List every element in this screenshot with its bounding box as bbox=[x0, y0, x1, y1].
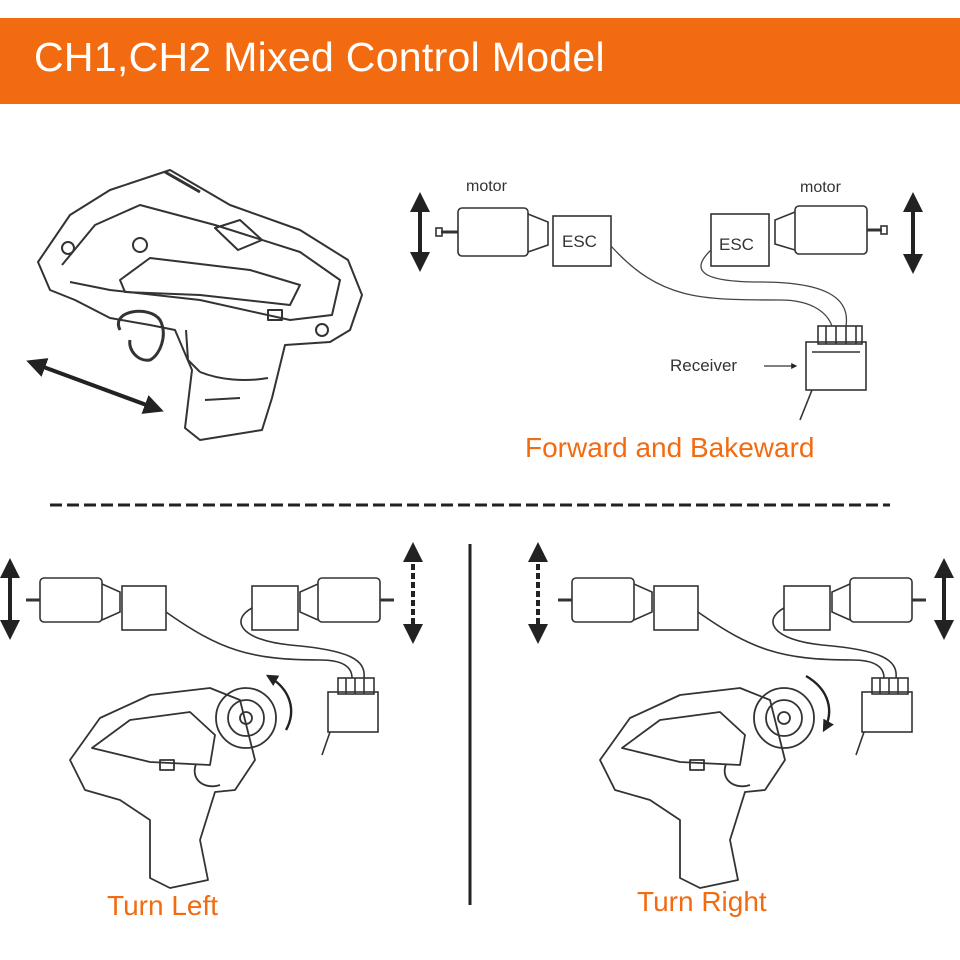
title-banner: CH1,CH2 Mixed Control Model bbox=[0, 18, 960, 104]
left-esc bbox=[552, 215, 612, 267]
right-motor bbox=[774, 205, 888, 255]
transmitter-turn-right-illustration bbox=[599, 674, 834, 889]
forward-backward-caption: Forward and Bakeward bbox=[525, 432, 815, 463]
right-esc-label: ESC bbox=[719, 235, 754, 254]
turn-left-wiring bbox=[26, 577, 394, 756]
left-esc-label: ESC bbox=[562, 232, 597, 251]
transmitter-turn-left-illustration bbox=[69, 674, 293, 889]
turn-right-caption: Turn Right bbox=[637, 886, 767, 917]
page-title: CH1,CH2 Mixed Control Model bbox=[34, 34, 605, 80]
right-esc bbox=[710, 213, 770, 267]
left-motor bbox=[435, 207, 549, 257]
turn-right-wiring bbox=[558, 577, 926, 756]
transmitter-side-illustration bbox=[37, 169, 363, 441]
throttle-direction-arrow bbox=[26, 358, 164, 414]
receiver bbox=[799, 325, 867, 421]
right-motor-label: motor bbox=[800, 179, 842, 196]
turn-left-caption: Turn Left bbox=[107, 890, 219, 921]
left-motor-label: motor bbox=[466, 178, 508, 195]
receiver-label: Receiver bbox=[670, 356, 737, 375]
right-esc-wire bbox=[700, 249, 848, 327]
left-esc-wire bbox=[610, 245, 833, 327]
